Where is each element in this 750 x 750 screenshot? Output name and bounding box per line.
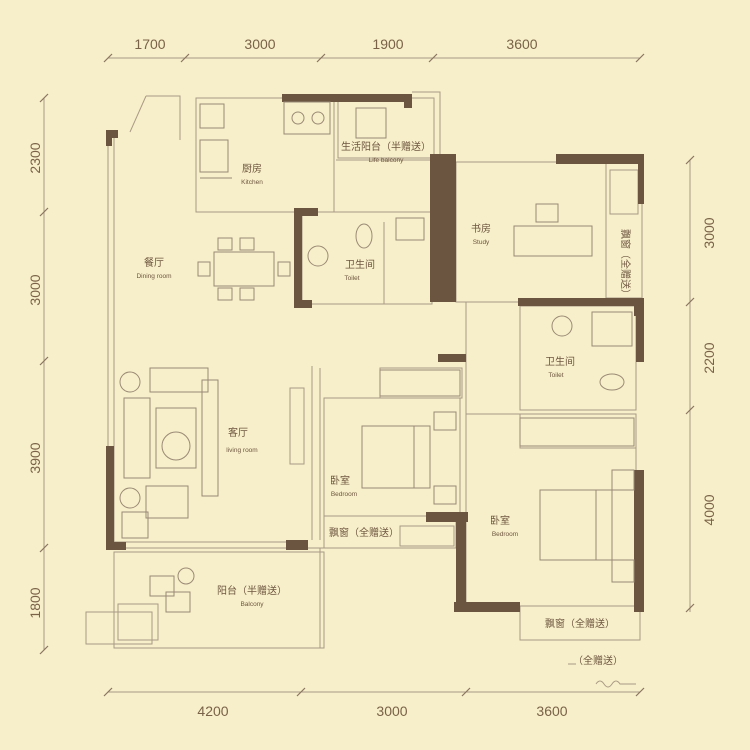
balcony-table [177, 567, 195, 585]
life-balcony-label: 生活阳台（半赠送） [341, 140, 431, 153]
balcony-label: 阳台（半赠送） [217, 584, 287, 597]
dim-left-2: 3000 [27, 274, 43, 305]
ac-unit-mark [568, 663, 636, 688]
walls [106, 94, 644, 612]
dimension-lines [39, 53, 695, 697]
toilet-1-label-en: Toilet [344, 275, 359, 282]
living-label: 客厅 [228, 426, 248, 439]
furniture [119, 101, 635, 613]
dim-top-2: 3000 [244, 36, 275, 52]
balcony-label-en: Balcony [240, 601, 264, 608]
kitchen-label-en: Kitchen [241, 179, 263, 186]
dim-bottom-2: 3000 [376, 703, 407, 719]
basin-2 [551, 315, 573, 337]
dim-top-1: 1700 [134, 36, 165, 52]
living-label-en: living room [226, 447, 257, 454]
dining-table [197, 237, 291, 301]
bedroom-1-label-en: Bedroom [331, 491, 357, 498]
bedroom-2-label: 卧室 [490, 514, 510, 527]
washing-machine [355, 107, 387, 139]
dining-label: 餐厅 [144, 256, 164, 269]
ac-label: （全赠送） [573, 654, 623, 667]
toilet-2 [599, 373, 625, 391]
bedroom-2-label-en: Bedroom [492, 531, 518, 538]
bay-window-1-label: 飘窗（全赠送） [329, 526, 399, 539]
life-balcony-label-en: Life balcony [369, 157, 404, 164]
dim-right-2: 2200 [701, 342, 717, 373]
dim-bottom-3: 3600 [536, 703, 567, 719]
bed-1 [361, 411, 457, 505]
dim-right-3: 4000 [701, 494, 717, 525]
kitchen-label: 厨房 [242, 162, 262, 175]
dim-top-3: 1900 [372, 36, 403, 52]
toilet-1-label: 卫生间 [345, 258, 375, 271]
interior-lines [85, 91, 643, 649]
basin-1 [307, 245, 329, 267]
bay-window-2-label: 飘窗（全赠送） [545, 617, 615, 630]
dimension-labels: 1700 3000 1900 3600 4200 3000 3600 2300 … [27, 36, 717, 719]
dim-left-4: 1800 [27, 587, 43, 618]
dim-left-1: 2300 [27, 142, 43, 173]
kitchen-stove [283, 101, 331, 135]
wardrobe-1 [379, 369, 461, 397]
shower [591, 311, 633, 347]
wardrobe-2 [519, 417, 635, 447]
bedroom-1-label: 卧室 [330, 474, 350, 487]
study-label: 书房 [471, 222, 491, 235]
study-bay-window-label: 飘窗（全赠送） [619, 229, 632, 299]
dim-right-1: 3000 [701, 217, 717, 248]
dining-label-en: Dining room [136, 273, 171, 280]
dim-bottom-1: 4200 [197, 703, 228, 719]
toilet-2-label-en: Toilet [548, 372, 563, 379]
study-label-en: Study [473, 239, 490, 246]
bed-2 [539, 469, 635, 583]
dim-left-3: 3900 [27, 442, 43, 473]
sofa-set [119, 367, 219, 539]
dim-top-4: 3600 [506, 36, 537, 52]
toilet-2-label: 卫生间 [545, 355, 575, 368]
kitchen-sink [199, 139, 229, 173]
study-desk [513, 225, 593, 257]
toilet-1 [355, 223, 373, 249]
room-labels: 厨房 Kitchen 生活阳台（半赠送） Life balcony 书房 Stu… [136, 140, 632, 667]
